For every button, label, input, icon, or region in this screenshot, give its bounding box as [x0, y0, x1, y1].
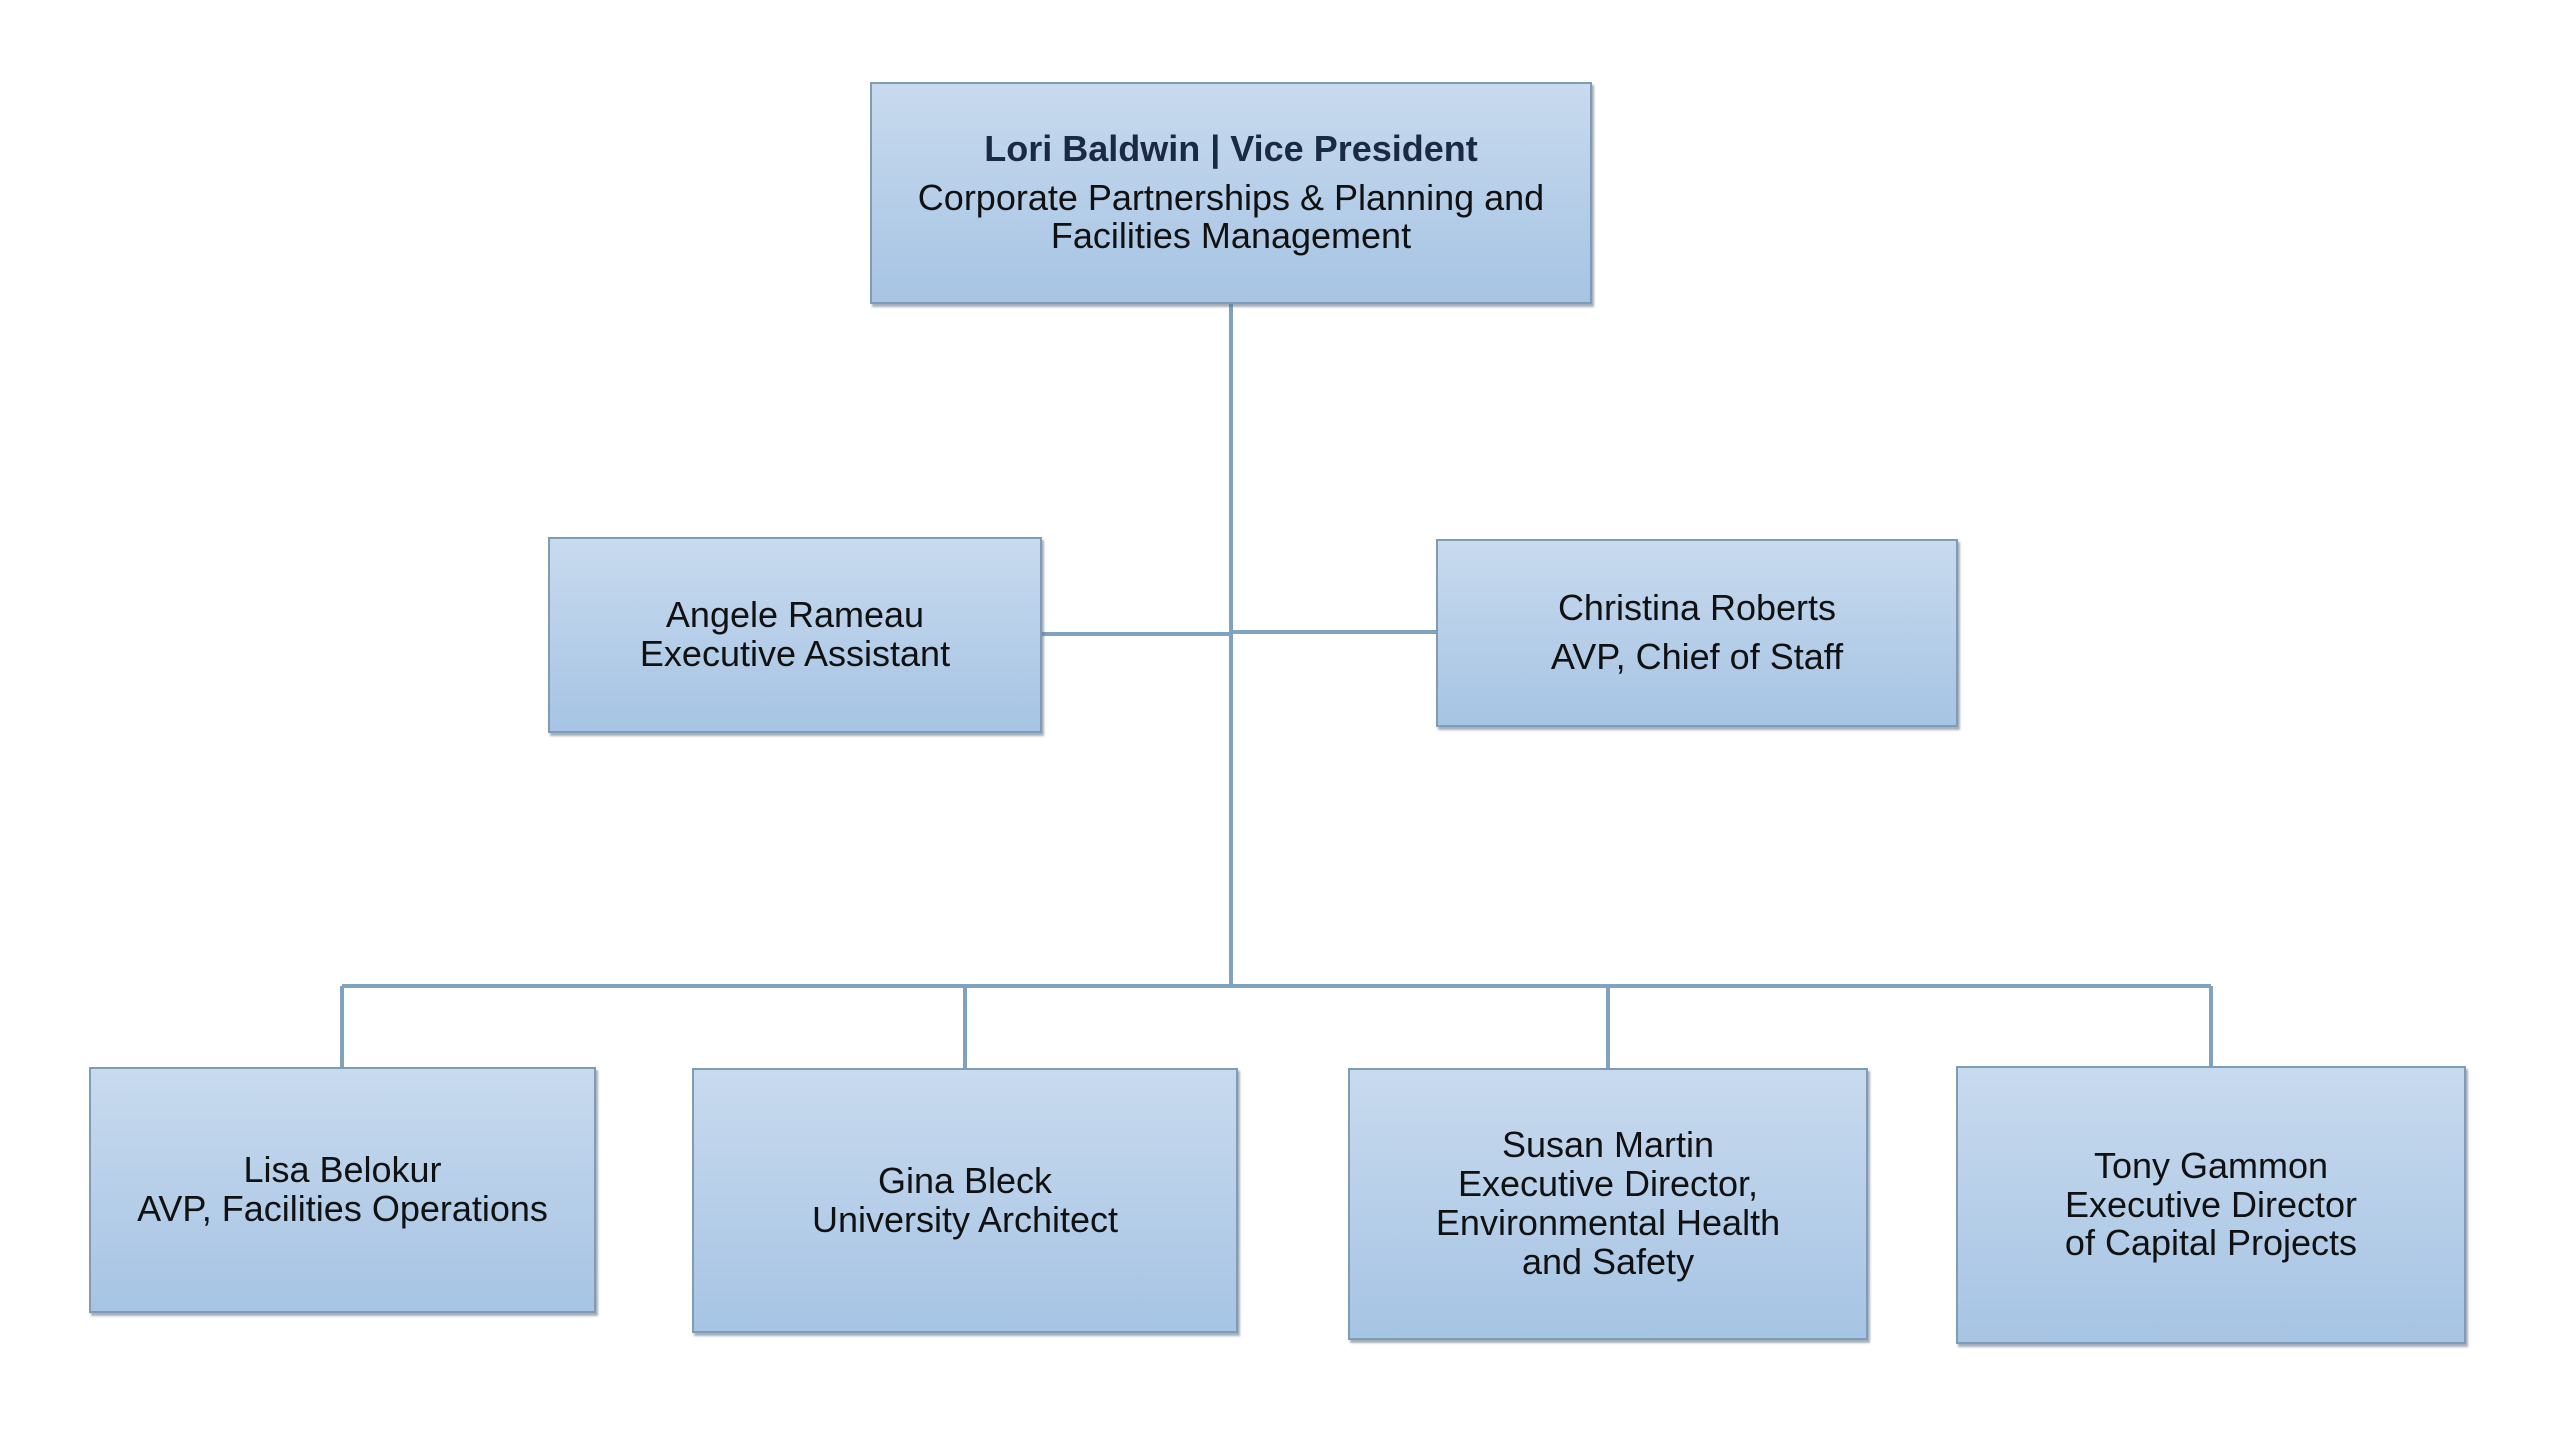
chief-of-staff-name: Christina Roberts — [1557, 587, 1837, 629]
executive-assistant-box: Angele Rameau Executive Assistant — [548, 537, 1042, 733]
belokur-name: Lisa Belokur — [243, 1149, 442, 1191]
bleck-title: University Architect — [811, 1198, 1119, 1240]
chief-of-staff-title: AVP, Chief of Staff — [1550, 636, 1844, 677]
belokur-title: AVP, Facilities Operations — [137, 1188, 548, 1229]
martin-name: Susan Martin — [1501, 1124, 1715, 1166]
university-architect-box: Gina Bleck University Architect — [692, 1068, 1238, 1333]
vice-president-box: Lori Baldwin | Vice President Corporate … — [870, 82, 1592, 304]
assistant-title: Executive Assistant — [639, 633, 951, 674]
capital-projects-box: Tony Gammon Executive Director of Capita… — [1956, 1066, 2466, 1344]
gammon-title-line-1: Executive Director — [2064, 1183, 2358, 1225]
assistant-name: Angele Rameau — [665, 594, 925, 636]
martin-title-line-3: and Safety — [1521, 1240, 1695, 1282]
vp-department-line-2: Facilities Management — [1050, 215, 1412, 257]
martin-title-line-2: Environmental Health — [1435, 1202, 1781, 1243]
bleck-name: Gina Bleck — [877, 1159, 1053, 1201]
gammon-name: Tony Gammon — [2093, 1144, 2329, 1186]
gammon-title-line-2: of Capital Projects — [2064, 1222, 2358, 1264]
facilities-operations-box: Lisa Belokur AVP, Facilities Operations — [89, 1067, 596, 1313]
environmental-health-safety-box: Susan Martin Executive Director, Environ… — [1348, 1068, 1868, 1340]
martin-title-line-1: Executive Director, — [1457, 1163, 1759, 1205]
vp-department-line-1: Corporate Partnerships & Planning and — [917, 176, 1545, 218]
vp-name-title: Lori Baldwin | Vice President — [984, 127, 1478, 169]
chief-of-staff-box: Christina Roberts AVP, Chief of Staff — [1436, 539, 1958, 727]
